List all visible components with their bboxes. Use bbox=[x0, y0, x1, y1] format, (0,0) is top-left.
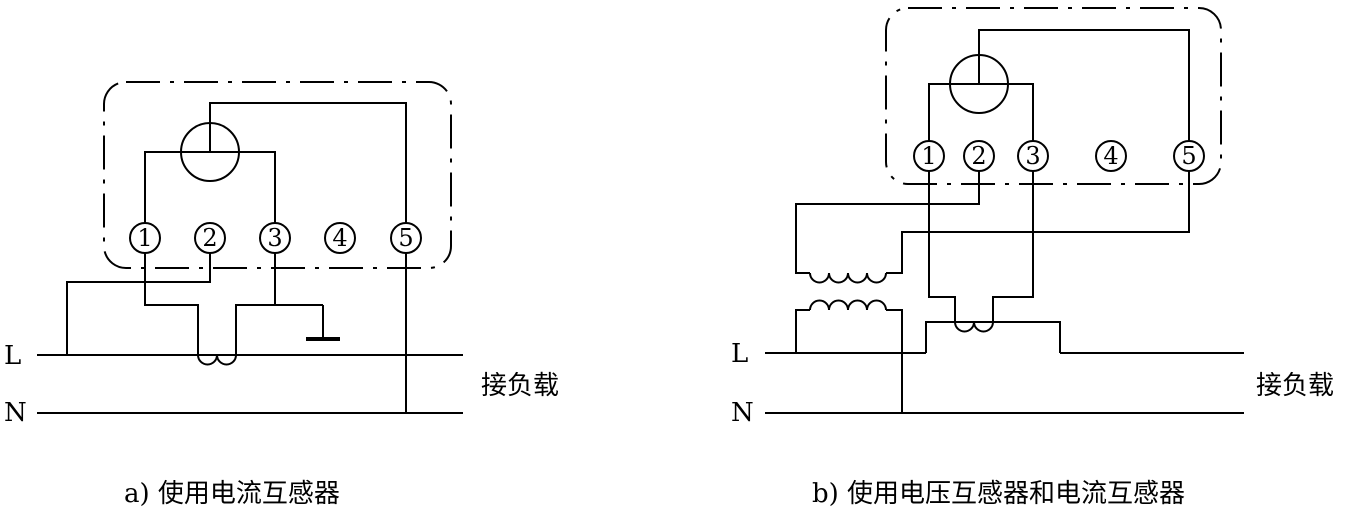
voltage-transformer-b bbox=[809, 272, 887, 311]
meter-a-symbol bbox=[180, 122, 240, 182]
svg-text:5: 5 bbox=[398, 224, 413, 252]
label-N-a: N bbox=[4, 398, 27, 428]
terminal-b-1: 1 bbox=[913, 140, 945, 172]
svg-text:1: 1 bbox=[137, 224, 152, 252]
meter-b-enclosure bbox=[885, 7, 1222, 185]
meter-b-external-wiring bbox=[795, 171, 1190, 413]
svg-text:2: 2 bbox=[202, 224, 217, 252]
meter-b-symbol bbox=[949, 54, 1009, 114]
svg-text:3: 3 bbox=[1025, 142, 1040, 170]
svg-text:2: 2 bbox=[971, 142, 986, 170]
diagram-b: 1 2 3 4 5 L N 接负载 b) 使用电压互感器和电流互感器 bbox=[731, 7, 1334, 509]
terminal-a-3: 3 bbox=[259, 222, 291, 254]
label-L-b: L bbox=[731, 339, 748, 369]
terminals-b: 1 2 3 4 5 bbox=[913, 140, 1205, 172]
terminals-a: 1 2 3 4 5 bbox=[129, 222, 422, 254]
caption-b: b) 使用电压互感器和电流互感器 bbox=[812, 479, 1185, 509]
meter-b-internal-wiring bbox=[928, 29, 1190, 141]
svg-text:4: 4 bbox=[1103, 142, 1118, 170]
diagram-a: 1 2 3 4 5 L N 接负载 a) 使用电流互感器 bbox=[4, 81, 559, 509]
terminal-a-1: 1 bbox=[129, 222, 161, 254]
terminal-b-4: 4 bbox=[1095, 140, 1127, 172]
terminal-a-5: 5 bbox=[390, 222, 422, 254]
svg-text:4: 4 bbox=[332, 224, 347, 252]
svg-text:3: 3 bbox=[267, 224, 282, 252]
caption-a: a) 使用电流互感器 bbox=[124, 479, 340, 509]
load-label-a: 接负载 bbox=[481, 371, 559, 401]
load-label-b: 接负载 bbox=[1256, 371, 1334, 401]
current-transformer-a bbox=[197, 354, 237, 366]
svg-text:1: 1 bbox=[921, 142, 936, 170]
meter-a-internal-wiring bbox=[144, 102, 407, 223]
meter-a-enclosure bbox=[103, 81, 452, 269]
terminal-a-2: 2 bbox=[194, 222, 226, 254]
label-N-b: N bbox=[731, 398, 754, 428]
svg-text:5: 5 bbox=[1181, 142, 1196, 170]
current-transformer-b bbox=[954, 321, 994, 333]
terminal-b-5: 5 bbox=[1173, 140, 1205, 172]
terminal-b-3: 3 bbox=[1017, 140, 1049, 172]
meter-a-external-wiring bbox=[66, 253, 407, 413]
label-L-a: L bbox=[4, 341, 21, 371]
terminal-a-4: 4 bbox=[324, 222, 356, 254]
terminal-b-2: 2 bbox=[963, 140, 995, 172]
